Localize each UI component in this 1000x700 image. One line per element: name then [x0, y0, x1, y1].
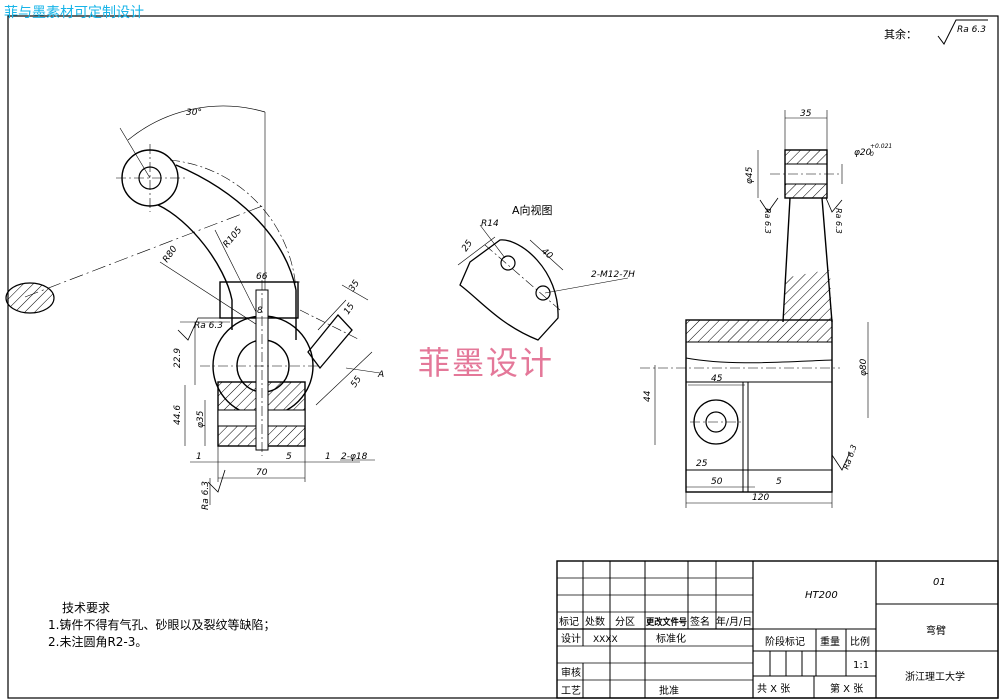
dim-r105: R105	[222, 225, 245, 250]
dim-70: 70	[256, 468, 268, 478]
tb-stage-mark: 阶段标记	[765, 635, 805, 648]
tol-lower: 0	[870, 151, 874, 158]
side-view-text: 35 φ20 +0.021 0 φ45 Ra 6.3 Ra 6.3 φ80 44…	[643, 109, 892, 503]
watermark-center: 菲墨设计	[418, 344, 555, 382]
tb-sheet: 第 X 张	[830, 682, 863, 695]
front-view	[5, 105, 381, 505]
watermark-top: 菲与墨素材可定制设计	[4, 5, 144, 21]
front-view-text: 30° R105 R80 66 8 35 15 55 22.9 44.6 φ35…	[161, 108, 384, 510]
dim-35a: 35	[347, 278, 362, 293]
tb-h-zone: 分区	[615, 616, 635, 628]
tb-scale-label: 比例	[850, 635, 870, 648]
tb-scale: 1:1	[853, 660, 869, 671]
tol-upper: +0.021	[870, 143, 892, 150]
dim-5a: 5	[286, 452, 292, 462]
dim-8: 8	[257, 306, 263, 316]
dim-r80: R80	[161, 244, 180, 264]
others-ra: Ra 6.3	[957, 25, 986, 35]
tb-designer: XXXX	[593, 635, 618, 645]
tech-item-2: 2.未注圆角R2-3。	[48, 635, 148, 649]
dim-35b: 35	[800, 109, 812, 119]
dim-r14: R14	[481, 219, 499, 229]
side-view	[640, 110, 869, 508]
dim-44: 44	[643, 390, 653, 402]
dim-m12: 2-M12-7H	[591, 270, 635, 280]
dim-45: 45	[711, 374, 723, 384]
tb-org: 浙江理工大学	[905, 670, 965, 683]
sheet-border	[7, 15, 999, 699]
tb-h-date: 年/月/日	[716, 615, 752, 628]
tb-weight: 重量	[820, 635, 840, 648]
others-label: 其余：	[884, 27, 917, 41]
dim-1a: 1	[196, 452, 202, 462]
side-ra-right: Ra 6.3	[834, 208, 843, 234]
dim-phi80: φ80	[859, 358, 869, 376]
dim-phi35: φ35	[196, 410, 206, 428]
title-block	[556, 560, 999, 699]
tb-h-change: 更改文件号	[646, 616, 687, 628]
tb-process: 工艺	[561, 685, 581, 697]
tb-part-name: 弯臂	[926, 624, 946, 637]
dim-25a: 25	[460, 238, 475, 253]
dim-55: 55	[349, 374, 364, 389]
title-block-text: 标记 处数 分区 更改文件号 签名 年/月/日 设计 XXXX 标准化 审核 工…	[559, 577, 965, 697]
dim-50: 50	[711, 477, 723, 487]
tech-heading: 技术要求	[62, 601, 111, 615]
dim-22-9: 22.9	[173, 348, 183, 368]
tb-h-count: 处数	[585, 615, 605, 628]
tech-item-1: 1.铸件不得有气孔、砂眼以及裂纹等缺陷；	[48, 618, 276, 632]
dim-phi20: φ20	[854, 148, 872, 158]
dim-phi18: 2-φ18	[341, 452, 368, 462]
tb-check: 审核	[561, 666, 581, 679]
dim-15: 15	[342, 301, 357, 316]
dim-phi45: φ45	[745, 166, 755, 184]
side-ra-left: Ra 6.3	[763, 208, 772, 234]
tb-total: 共 X 张	[757, 683, 790, 695]
tb-h-mark: 标记	[559, 616, 579, 628]
dim-44-6: 44.6	[173, 405, 183, 425]
dim-1b: 1	[325, 452, 331, 462]
tb-standard: 标准化	[656, 632, 686, 645]
dim-40: 40	[539, 247, 554, 262]
front-ra: Ra 6.3	[194, 321, 223, 331]
side-ra-bottom: Ra 6.3	[841, 443, 858, 470]
technical-requirements: 技术要求 1.铸件不得有气孔、砂眼以及裂纹等缺陷； 2.未注圆角R2-3。	[48, 600, 275, 651]
tb-h-sign: 签名	[690, 615, 710, 628]
bottom-ra: Ra 6.3	[201, 481, 211, 510]
dim-66: 66	[256, 272, 268, 282]
dim-angle: 30°	[186, 108, 202, 118]
tb-drawing-no: 01	[933, 577, 946, 588]
tb-material: HT200	[805, 590, 838, 601]
view-a-title: A向视图	[512, 203, 553, 217]
dim-25b: 25	[696, 459, 708, 469]
dim-5b: 5	[776, 477, 782, 487]
other-roughness-note: 其余： Ra 6.3	[884, 19, 988, 45]
arrow-a-label: A	[377, 370, 384, 380]
dim-120: 120	[752, 493, 769, 503]
tb-design: 设计	[561, 632, 581, 645]
tb-approve: 批准	[659, 684, 679, 697]
view-a	[457, 224, 629, 341]
view-a-text: A向视图 R14 25 40 2-M12-7H	[460, 203, 635, 280]
